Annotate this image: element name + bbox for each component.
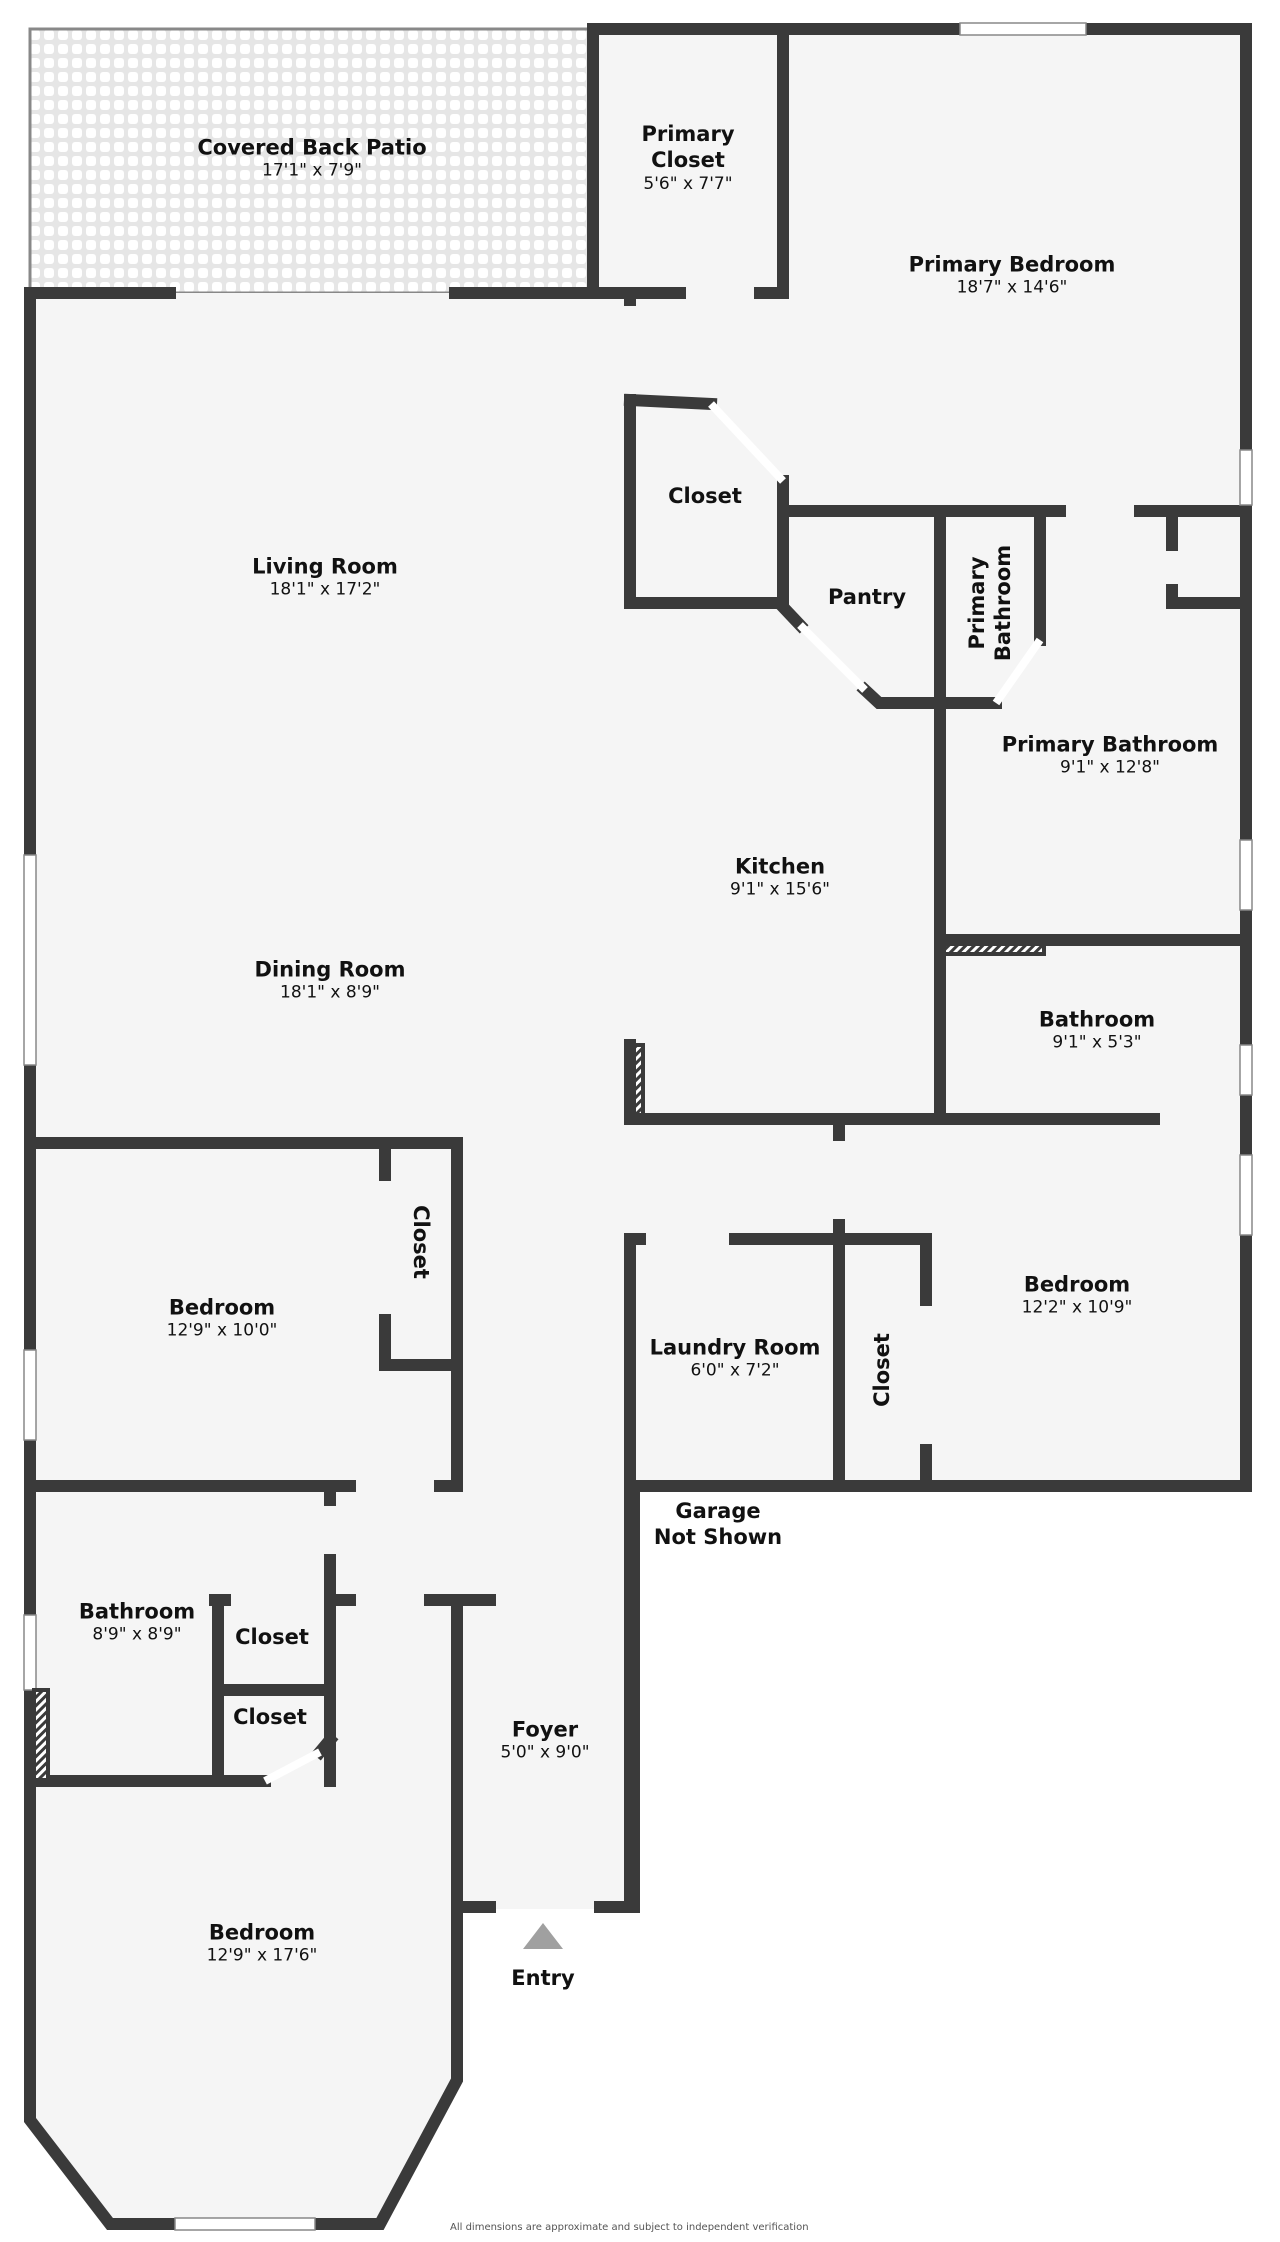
room-name: Closet (668, 483, 742, 508)
room-kitchen: Kitchen 9'1" x 15'6" (730, 853, 830, 901)
room-laundry-room: Laundry Room 6'0" x 7'2" (650, 1334, 821, 1382)
room-name: Bedroom (168, 1295, 276, 1320)
room-dimensions: 17'1" x 7'9" (262, 160, 362, 181)
room-dimensions: 9'1" x 5'3" (1052, 1032, 1142, 1053)
room-name: Closet (409, 1205, 434, 1279)
room-name-line2: Bathroom (991, 544, 1015, 662)
room-name: Bedroom (1023, 1272, 1131, 1297)
disclaimer: All dimensions are approximate and subje… (450, 2222, 809, 2233)
room-dimensions: 5'0" x 9'0" (500, 1742, 590, 1763)
room-name-line1: Primary (964, 556, 989, 650)
room-name: Primary Bathroom (1001, 732, 1219, 757)
room-pantry: Pantry (828, 584, 906, 610)
room-dimensions: 12'9" x 10'0" (166, 1320, 278, 1341)
room-dimensions: 18'1" x 17'2" (269, 579, 381, 600)
room-closet-bedroom-east: Closet (869, 1333, 895, 1407)
room-covered-back-patio: Covered Back Patio 17'1" x 7'9" (197, 134, 426, 182)
entry-text: Entry (511, 1965, 575, 1990)
room-name: Bathroom (1038, 1007, 1156, 1032)
room-dimensions: 9'1" x 12'8" (1060, 757, 1160, 778)
room-name: Covered Back Patio (197, 135, 427, 160)
hatched-wall-west-bath (32, 1688, 50, 1782)
room-closet-kitchen: Closet (668, 483, 742, 509)
room-closet-upper: Closet (235, 1624, 309, 1650)
room-primary-bathroom-wc: Primary Bathroom (964, 545, 1017, 661)
room-name-line1: Primary (641, 122, 735, 147)
room-name: Foyer (511, 1717, 579, 1742)
windows (23, 22, 1253, 2231)
room-dining-room: Dining Room 18'1" x 8'9" (255, 956, 406, 1004)
entry-label: Entry (511, 1965, 574, 1991)
room-name: Closet (235, 1624, 309, 1649)
room-dimensions: 8'9" x 8'9" (92, 1624, 182, 1645)
room-bathroom-east: Bathroom 9'1" x 5'3" (1039, 1006, 1155, 1054)
room-name: Bedroom (208, 1920, 316, 1945)
room-dimensions: 18'1" x 8'9" (280, 982, 380, 1003)
openings (263, 401, 1044, 1785)
room-bathroom-west: Bathroom 8'9" x 8'9" (79, 1598, 195, 1646)
room-name: Laundry Room (649, 1335, 821, 1360)
room-closet-bedroom-west: Closet (408, 1205, 434, 1279)
room-primary-bedroom: Primary Bedroom 18'7" x 14'6" (909, 251, 1116, 299)
room-name: Dining Room (254, 957, 406, 982)
garage-note-line2: Not Shown (653, 1525, 783, 1549)
entry-arrow-icon (523, 1923, 563, 1949)
room-primary-bathroom: Primary Bathroom 9'1" x 12'8" (1002, 731, 1219, 779)
room-living-room: Living Room 18'1" x 17'2" (252, 553, 398, 601)
room-name: Living Room (252, 554, 398, 579)
room-closet-lower: Closet (233, 1704, 307, 1730)
hatched-wall-kitchen (632, 1043, 645, 1117)
room-name-line2: Closet (651, 148, 725, 173)
garage-note: Garage Not Shown (654, 1498, 782, 1551)
room-dimensions: 5'6" x 7'7" (643, 173, 733, 194)
room-dimensions: 9'1" x 15'6" (730, 879, 830, 900)
room-dimensions: 6'0" x 7'2" (690, 1360, 780, 1381)
room-name: Kitchen (734, 854, 826, 879)
room-name: Closet (869, 1333, 894, 1407)
house-floor (30, 29, 1246, 2224)
room-primary-closet: Primary Closet 5'6" x 7'7" (641, 121, 734, 195)
walls (24, 23, 1252, 2230)
room-bedroom-south: Bedroom 12'9" x 17'6" (207, 1919, 318, 1967)
room-name: Primary Bedroom (908, 252, 1116, 277)
patio-floor (28, 27, 594, 295)
room-name: Closet (233, 1704, 307, 1729)
room-name: Bathroom (78, 1599, 196, 1624)
garage-note-line1: Garage (675, 1498, 761, 1523)
room-bedroom-east: Bedroom 12'2" x 10'9" (1022, 1271, 1133, 1319)
hatched-wall-bath (942, 942, 1046, 956)
room-bedroom-west: Bedroom 12'9" x 10'0" (167, 1294, 278, 1342)
room-dimensions: 12'9" x 17'6" (206, 1945, 318, 1966)
room-dimensions: 18'7" x 14'6" (956, 277, 1068, 298)
room-name: Pantry (827, 584, 907, 609)
room-foyer: Foyer 5'0" x 9'0" (500, 1716, 589, 1764)
room-dimensions: 12'2" x 10'9" (1021, 1297, 1133, 1318)
